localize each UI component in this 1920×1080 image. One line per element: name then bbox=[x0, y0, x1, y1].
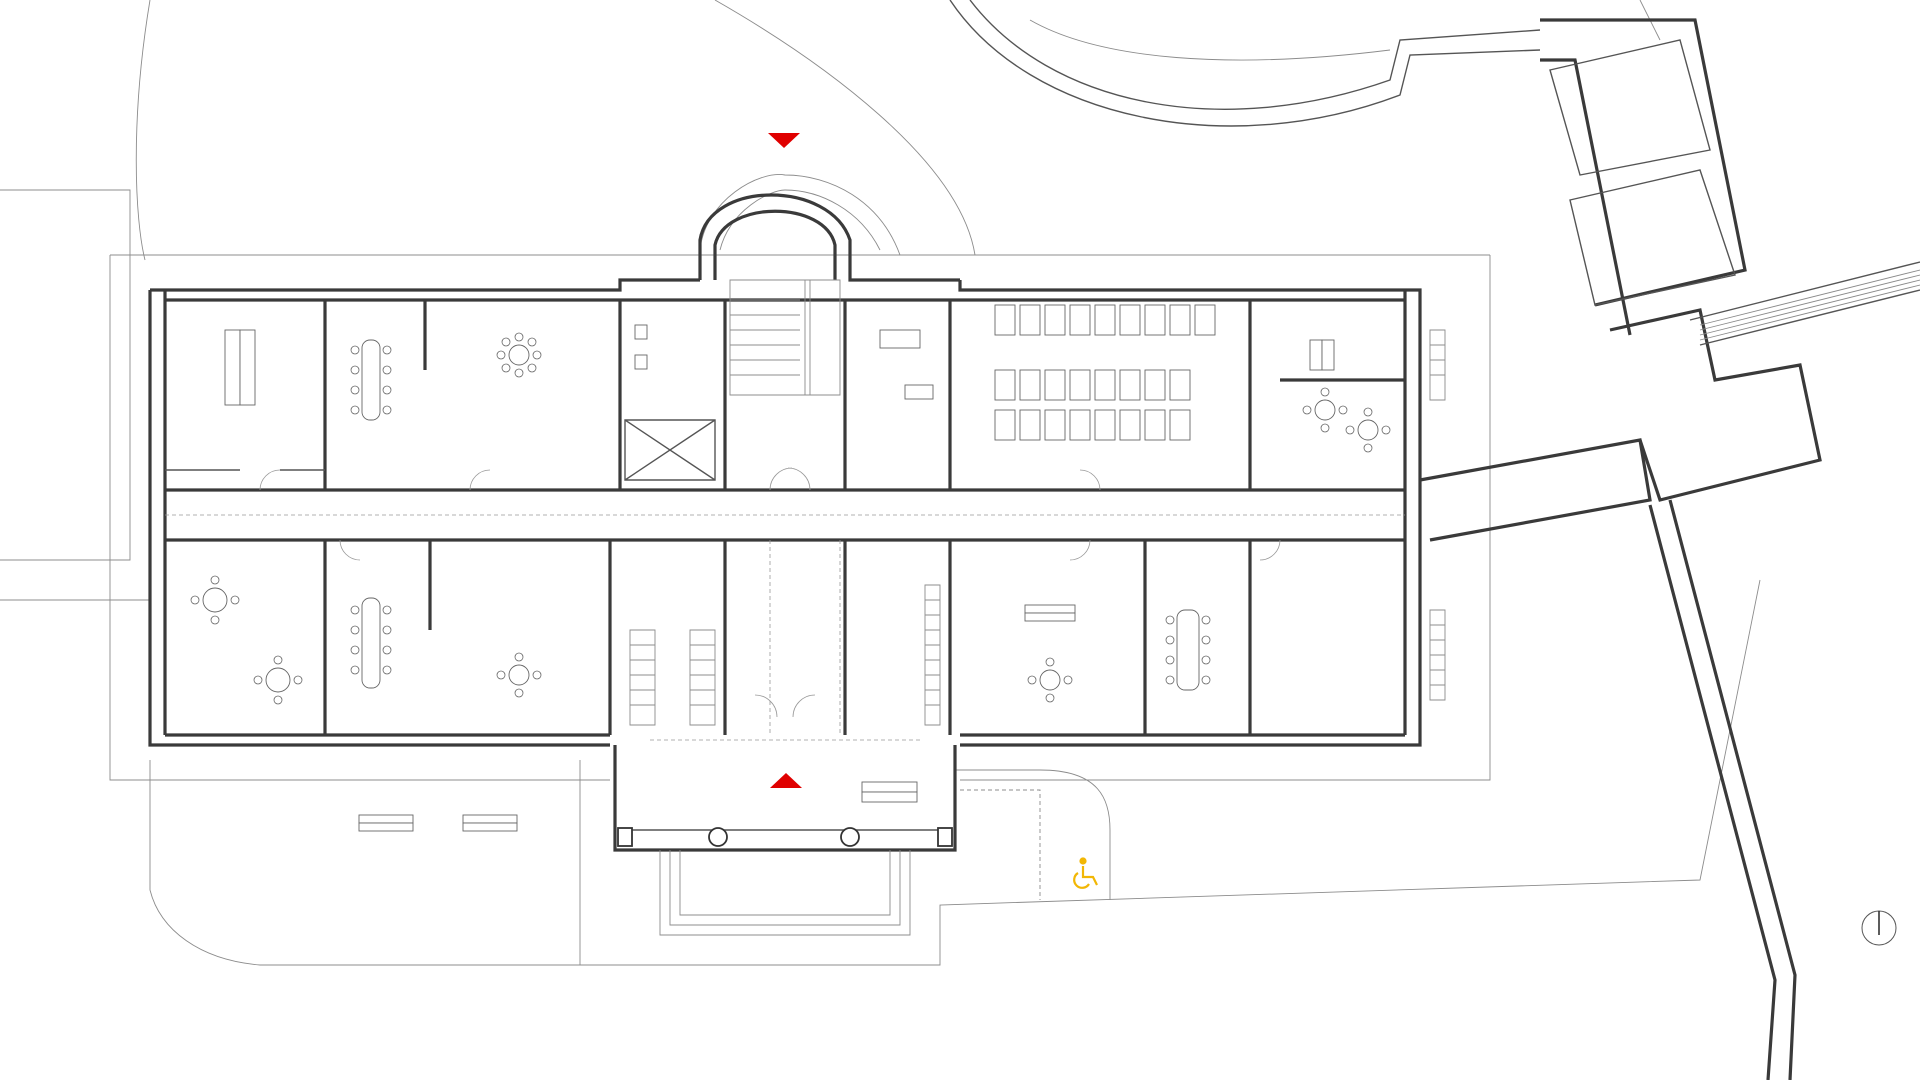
north-arrow-icon bbox=[1861, 910, 1897, 946]
entrance-marker-south bbox=[770, 773, 802, 788]
furniture bbox=[190, 304, 1391, 832]
entrance-columns bbox=[617, 827, 953, 847]
doors bbox=[165, 467, 1405, 741]
entrance-marker-north bbox=[768, 133, 800, 148]
site-lines bbox=[0, 0, 1761, 966]
wheelchair-icon bbox=[1073, 857, 1098, 889]
partitions bbox=[165, 300, 1405, 735]
main-building bbox=[148, 193, 1422, 852]
staircases bbox=[629, 279, 1446, 936]
curved-terrace bbox=[949, 0, 1541, 127]
annex-wing bbox=[1419, 18, 1920, 1080]
